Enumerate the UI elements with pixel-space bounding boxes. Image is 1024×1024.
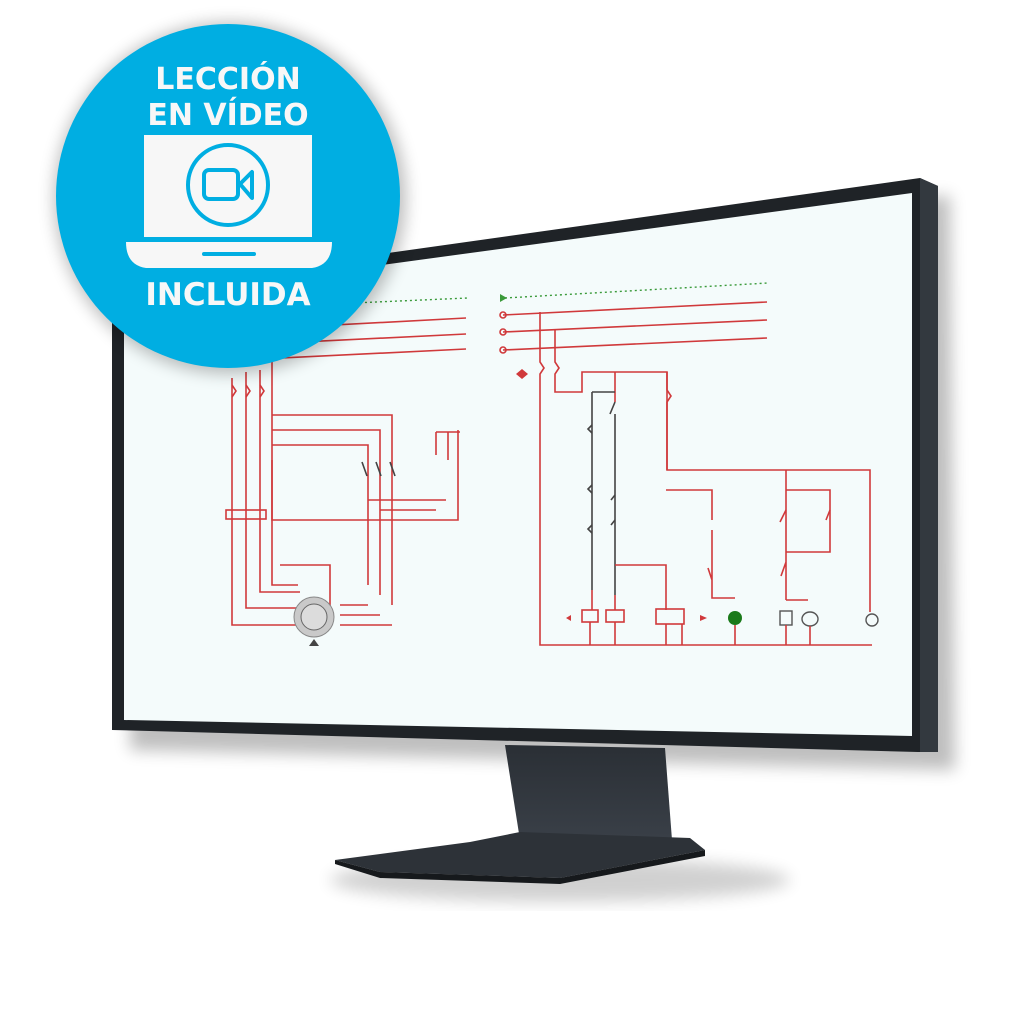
badge-line-1: LECCIÓN xyxy=(155,60,300,97)
pilot-lamp-green xyxy=(728,611,742,625)
badge-line-2: EN VÍDEO xyxy=(147,97,308,133)
monitor-stand xyxy=(335,745,705,884)
video-camera-icon xyxy=(186,143,270,227)
badge-line-3: INCLUIDA xyxy=(145,277,310,313)
electrical-schematic xyxy=(199,282,879,646)
power-circuit xyxy=(199,297,469,646)
laptop-icon xyxy=(126,135,332,268)
video-lesson-badge: LECCIÓN EN VÍDEO INCLUIDA xyxy=(54,22,406,374)
control-circuit xyxy=(499,282,879,646)
